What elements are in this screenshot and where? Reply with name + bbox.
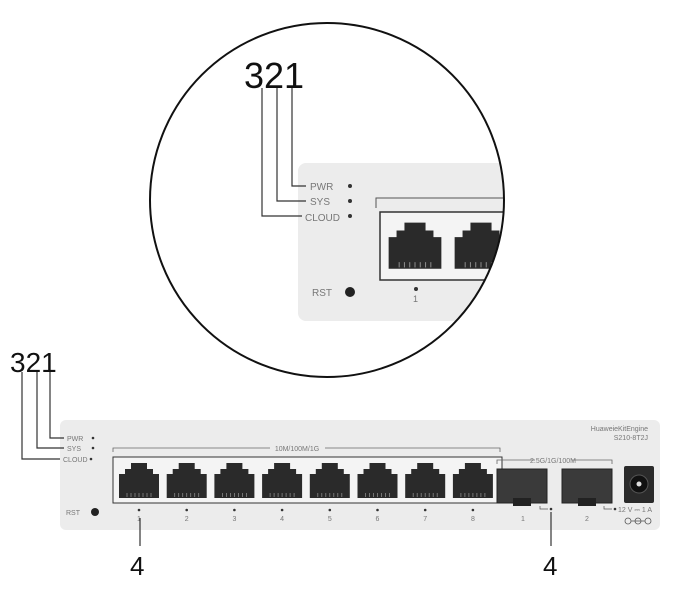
rj45-port-label: 8 [471,516,475,523]
port-led [137,508,141,512]
callout-number-sfp-led: 4 [543,551,557,581]
sfp-port-2[interactable] [561,468,613,506]
callout-lines [21,372,552,546]
polarity-icon [624,517,652,525]
reset-button[interactable] [91,508,99,516]
callout-number-leds: 321 [10,347,57,378]
rst-label: RST [66,510,81,517]
power-rating-label: 12 V ⎓ 1 A [618,507,652,514]
zoom-circle: PWR SYS CLOUD RST 1 321 [149,22,505,378]
port-led [423,508,427,512]
rj45-port-label: 1 [137,516,141,523]
zoom-port1-label: 1 [413,294,418,304]
pwr-label: PWR [67,436,83,443]
sfp-group-label: 2.5G/1G/100M [530,458,576,465]
zoom-pwr-label: PWR [310,182,333,193]
zoom-cloud-label: CLOUD [305,213,340,224]
rj45-port-label: 3 [232,516,236,523]
rj45-port-label: 2 [185,516,189,523]
power-jack[interactable] [624,466,654,503]
callout-number-port-led: 4 [130,551,144,581]
port-led [471,508,475,512]
sfp-port-label: 1 [521,516,525,523]
rj45-port-label: 6 [376,516,380,523]
zoom-sys-label: SYS [310,197,330,208]
rj45-port-label: 5 [328,516,332,523]
port-led [185,508,188,512]
sfp-port-label: 2 [585,516,589,523]
brand-label: HuaweieKitEngine [591,426,648,433]
rj45-port-label: 7 [423,516,427,523]
port-led [233,508,236,512]
sfp-port-1[interactable] [496,468,548,506]
cloud-label: CLOUD [63,457,88,464]
zoom-callout-lines [261,88,306,217]
port-led [328,508,332,512]
port-led [280,508,284,512]
zoom-rst-label: RST [312,288,332,299]
zoom-callout-number: 321 [244,55,304,96]
model-label: S210-8T2J [614,435,648,442]
switch-front-panel: HuaweieKitEngine S210-8T2J PWR SYS CLOUD… [60,420,660,530]
rj45-group-label: 10M/100M/1G [275,446,319,453]
port-led [376,508,379,512]
rj45-port-label: 4 [280,516,284,523]
sys-label: SYS [67,446,81,453]
